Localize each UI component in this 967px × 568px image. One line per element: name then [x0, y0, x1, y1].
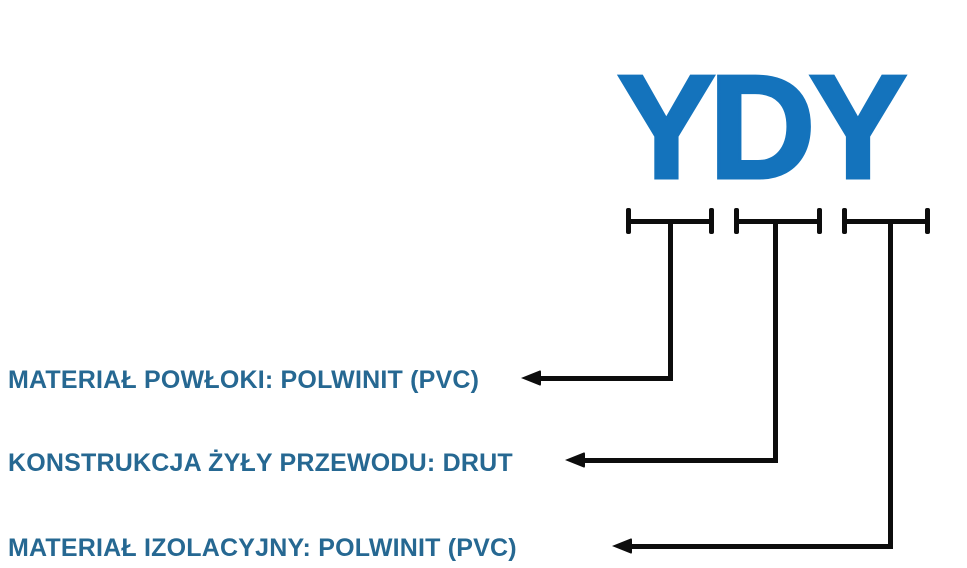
connector-3-arrow-left-icon [612, 538, 632, 554]
connector-1-stem [668, 222, 673, 381]
bracket-2-beam [734, 219, 822, 224]
connector-2-line [582, 458, 778, 463]
label-conductor-construction: KONSTRUKCJA ŻYŁY PRZEWODU: DRUT [8, 449, 513, 477]
connector-1-line [538, 376, 673, 381]
bracket-3-right-tick [925, 208, 930, 234]
bracket-1-right-tick [709, 208, 714, 234]
label-sheath-material: MATERIAŁ POWŁOKI: POLWINIT (PVC) [8, 366, 480, 394]
connector-1-arrow-left-icon [521, 370, 541, 386]
bracket-1-beam [626, 219, 714, 224]
bracket-2-right-tick [817, 208, 822, 234]
connector-2-stem [773, 222, 778, 463]
connector-3-stem [888, 222, 893, 549]
connector-2-arrow-left-icon [565, 452, 585, 468]
bracket-3-beam [842, 219, 930, 224]
product-code: YDY [615, 45, 908, 210]
connector-3-line [629, 544, 893, 549]
label-insulation-material: MATERIAŁ IZOLACYJNY: POLWINIT (PVC) [8, 534, 517, 562]
